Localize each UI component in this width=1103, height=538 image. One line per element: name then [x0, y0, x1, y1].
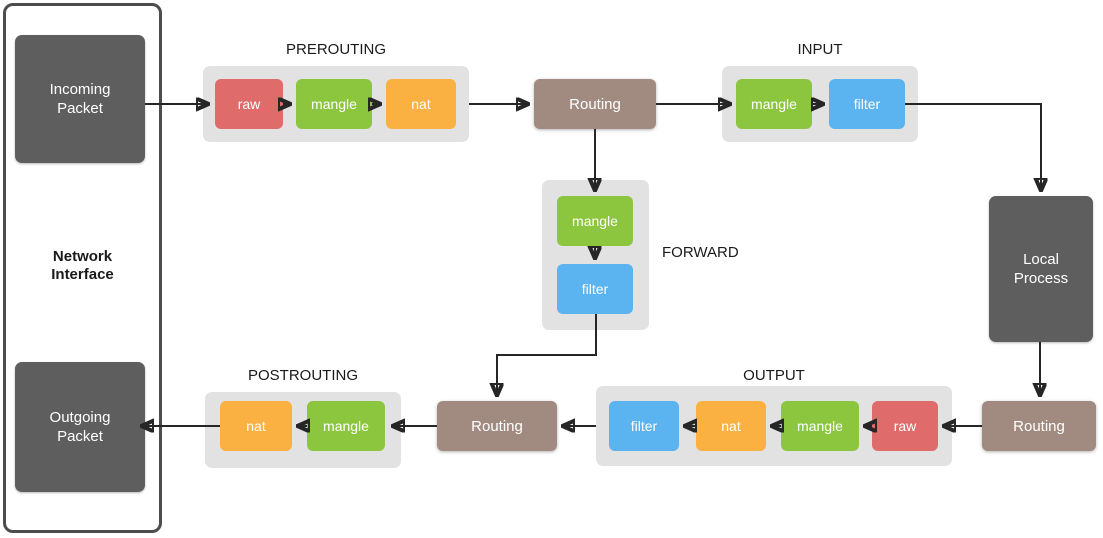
chain-title-output: OUTPUT — [743, 367, 805, 384]
table-box-forward-mangle[interactable]: mangle — [557, 196, 633, 246]
table-box-output-mangle[interactable]: mangle — [781, 401, 859, 451]
outgoing-packet-node: Outgoing Packet — [15, 362, 145, 492]
incoming-packet-node: Incoming Packet — [15, 35, 145, 163]
network-interface-label: Network Interface — [51, 248, 114, 283]
network-interface-panel — [3, 3, 162, 533]
table-box-postrouting-nat[interactable]: nat — [220, 401, 292, 451]
table-box-prerouting-nat[interactable]: nat — [386, 79, 456, 129]
table-box-output-filter[interactable]: filter — [609, 401, 679, 451]
table-box-input-filter[interactable]: filter — [829, 79, 905, 129]
chain-title-forward: FORWARD — [662, 244, 739, 261]
table-box-output-raw[interactable]: raw — [872, 401, 938, 451]
table-box-prerouting-mangle[interactable]: mangle — [296, 79, 372, 129]
local-process-node: Local Process — [989, 196, 1093, 342]
table-box-output-nat[interactable]: nat — [696, 401, 766, 451]
arrow-input-to-local-process — [905, 103, 1041, 190]
table-box-forward-filter[interactable]: filter — [557, 264, 633, 314]
routing-node-postrouting: Routing — [437, 401, 557, 451]
routing-node-output: Routing — [982, 401, 1096, 451]
table-box-postrouting-mangle[interactable]: mangle — [307, 401, 385, 451]
table-box-prerouting-raw[interactable]: raw — [215, 79, 283, 129]
chain-title-prerouting: PREROUTING — [285, 41, 386, 58]
routing-node-prerouting: Routing — [534, 79, 656, 129]
chain-title-input: INPUT — [797, 41, 843, 58]
chain-title-postrouting: POSTROUTING — [247, 367, 358, 384]
table-box-input-mangle[interactable]: mangle — [736, 79, 812, 129]
